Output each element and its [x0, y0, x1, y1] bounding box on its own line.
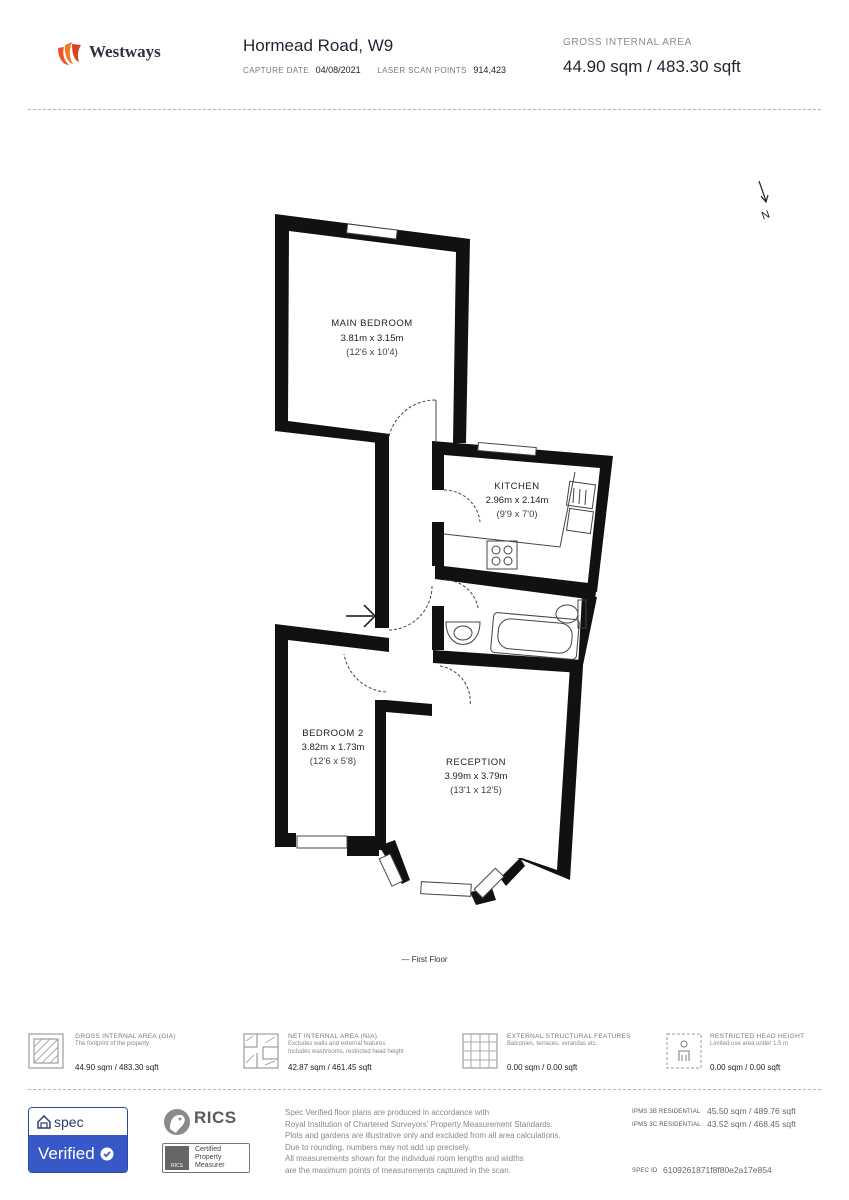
room-name: KITCHEN — [494, 481, 539, 492]
disclaimer: Spec Verified floor plans are produced i… — [285, 1107, 615, 1176]
disclaimer-line: Royal Institution of Chartered Surveyors… — [285, 1119, 553, 1129]
key-title: GROSS INTERNAL AREA (GIA) — [75, 1033, 176, 1040]
check-icon — [100, 1147, 114, 1160]
disclaimer-line: are the maximum points of measurements c… — [285, 1165, 511, 1175]
basin-icon — [445, 621, 481, 645]
key-nia: NET INTERNAL AREA (NIA) Excludes walls a… — [243, 1033, 443, 1078]
hob-icon — [486, 540, 518, 570]
key-value: 0.00 sqm / 0.00 sqft — [710, 1063, 781, 1072]
disclaimer-line: Spec Verified floor plans are produced i… — [285, 1108, 490, 1117]
key-value: 42.87 sqm / 461.45 sqft — [288, 1063, 372, 1072]
room-imperial: (9'9 x 7'0) — [496, 509, 537, 520]
person-icon — [666, 1033, 702, 1069]
laser-points: 914,423 — [473, 65, 506, 75]
room-metric: 3.81m x 3.15m — [341, 333, 404, 344]
laser-label: LASER SCAN POINTS — [377, 66, 467, 75]
rics-lion-icon — [164, 1109, 190, 1135]
gia-hatch-icon — [28, 1033, 64, 1069]
key-sub: Limited use area under 1.5 m — [710, 1041, 789, 1047]
spec-id-label: SPEC ID — [632, 1168, 658, 1174]
brand-name: Westways — [89, 42, 161, 61]
ipms-3c-label: IPMS 3C RESIDENTIAL — [632, 1122, 701, 1128]
rics-cert-line: Certified — [195, 1146, 222, 1153]
property-address: Hormead Road, W9 — [243, 36, 394, 55]
ipms-3b-value: 45.50 sqm / 489.76 sqft — [707, 1106, 796, 1116]
gia-value: 44.90 sqm / 483.30 sqft — [563, 57, 741, 76]
key-title: EXTERNAL STRUCTURAL FEATURES — [507, 1033, 631, 1040]
spec-id-value: 6109261871f8f80e2a17e854 — [663, 1165, 772, 1175]
divider-bottom — [28, 1089, 821, 1090]
room-imperial: (13'1 x 12'5) — [450, 785, 502, 796]
room-metric: 2.96m x 2.14m — [486, 495, 549, 506]
key-sub: Includes washrooms, restricted head heig… — [288, 1049, 404, 1055]
sink-icon — [566, 507, 594, 535]
room-imperial: (12'6 x 10'4) — [346, 347, 398, 358]
rics-cert-line: Measurer — [195, 1162, 225, 1169]
entrance-arrow-icon — [346, 604, 377, 628]
windows — [296, 223, 537, 899]
drainer-icon — [565, 480, 597, 510]
compass-icon: N — [758, 180, 772, 221]
disclaimer-line: All measurements shown for the individua… — [285, 1154, 524, 1163]
room-labels: MAIN BEDROOM 3.81m x 3.15m (12'6 x 10'4)… — [302, 318, 549, 796]
key-title: RESTRICTED HEAD HEIGHT — [710, 1033, 805, 1040]
room-metric: 3.82m x 1.73m — [302, 742, 365, 753]
compass-label: N — [760, 207, 772, 221]
key-value: 0.00 sqm / 0.00 sqft — [507, 1063, 578, 1072]
spec-label: spec — [54, 1113, 84, 1130]
room-imperial: (12'6 x 5'8) — [310, 756, 356, 767]
grid-icon — [462, 1033, 498, 1069]
capture-date: 04/08/2021 — [315, 65, 361, 75]
key-sub: The footprint of the property — [75, 1041, 150, 1047]
brand-logo: Westways — [55, 38, 161, 66]
key-external: EXTERNAL STRUCTURAL FEATURES Balconies, … — [462, 1033, 652, 1078]
room-metric: 3.99m x 3.79m — [445, 771, 508, 782]
room-name: BEDROOM 2 — [302, 728, 364, 739]
verified-label: Verified — [38, 1143, 95, 1163]
key-gia: GROSS INTERNAL AREA (GIA) The footprint … — [28, 1033, 228, 1078]
key-sub: Balconies, terraces, verandas etc. — [507, 1041, 598, 1047]
ipms-3b-label: IPMS 3B RESIDENTIAL — [632, 1109, 701, 1115]
floor-label: — First Floor — [401, 955, 448, 964]
rics-name: RICS — [194, 1108, 237, 1127]
spec-house-icon — [37, 1114, 51, 1129]
rics-logo: RICS RICS Certified Property Measurer — [162, 1107, 252, 1173]
doors — [343, 399, 481, 707]
disclaimer-line: Due to rounding, numbers may not add up … — [285, 1142, 471, 1152]
capture-date-label: CAPTURE DATE — [243, 66, 309, 75]
flame-logo-icon — [58, 42, 81, 65]
room-name: RECEPTION — [446, 757, 506, 768]
nia-plan-icon — [243, 1033, 279, 1069]
key-sub: Excludes walls and external features — [288, 1041, 386, 1047]
floor-plan: N — [275, 180, 772, 905]
room-name: MAIN BEDROOM — [331, 318, 412, 329]
rics-cert-line: Property — [195, 1154, 222, 1161]
spec-verified-badge: spec Verified — [28, 1107, 128, 1173]
capture-meta: CAPTURE DATE 04/08/2021 LASER SCAN POINT… — [243, 65, 520, 75]
disclaimer-line: Plots and gardens are illustrative only … — [285, 1131, 561, 1140]
key-value: 44.90 sqm / 483.30 sqft — [75, 1063, 159, 1072]
divider-top — [28, 109, 821, 110]
walls — [275, 214, 613, 905]
rics-small-label: RICS — [165, 1146, 189, 1170]
key-restricted: RESTRICTED HEAD HEIGHT Limited use area … — [666, 1033, 826, 1078]
gia-label: GROSS INTERNAL AREA — [563, 37, 692, 48]
bath-icon — [490, 612, 580, 660]
fixtures — [443, 471, 597, 660]
ipms-3c-value: 43.52 sqm / 468.45 sqft — [707, 1119, 796, 1129]
key-title: NET INTERNAL AREA (NIA) — [288, 1033, 378, 1040]
rics-certified-box: RICS Certified Property Measurer — [162, 1143, 250, 1173]
